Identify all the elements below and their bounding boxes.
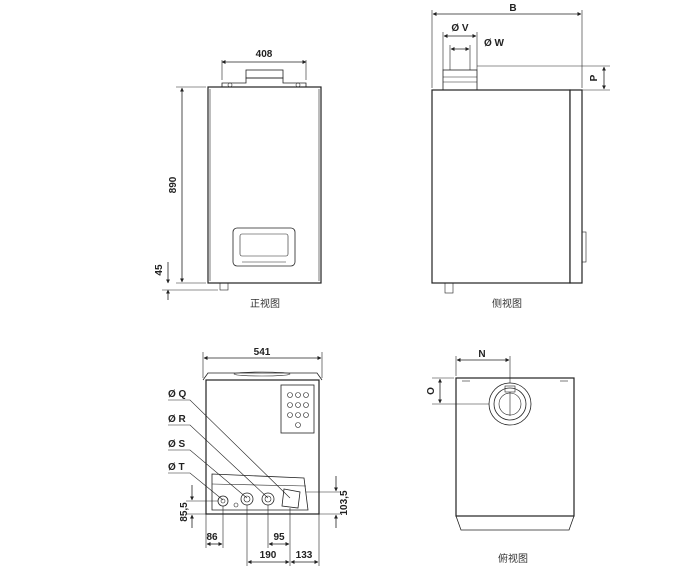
dim-133: 133 bbox=[296, 550, 313, 561]
label-r: Ø R bbox=[168, 414, 187, 425]
front-casing bbox=[207, 86, 322, 284]
front-width-dim: 408 bbox=[256, 49, 273, 60]
bottom-terminal-block bbox=[280, 384, 315, 434]
top-n-dim: N bbox=[478, 349, 485, 360]
dim-95: 95 bbox=[273, 532, 285, 543]
side-bottom-connector bbox=[444, 282, 454, 294]
bottom-left-height-dim: 85,5 bbox=[179, 502, 190, 522]
bottom-right-height-dim: 103,5 bbox=[339, 490, 350, 515]
front-flue-bracket bbox=[221, 77, 307, 87]
label-q: Ø Q bbox=[168, 389, 187, 400]
front-flue-outlet bbox=[245, 69, 284, 79]
top-back-edge bbox=[455, 515, 575, 531]
top-view: N O 俯视图 bbox=[426, 349, 575, 565]
connection-q bbox=[281, 488, 301, 509]
label-t: Ø T bbox=[168, 462, 185, 473]
bottom-view: Ø Q Ø R Ø S Ø T 541 85,5 103,5 86 95 190 bbox=[168, 347, 350, 566]
side-casing bbox=[431, 89, 571, 284]
bottom-width-dim: 541 bbox=[254, 347, 271, 358]
front-display-window bbox=[232, 227, 296, 267]
top-casing bbox=[455, 377, 575, 517]
label-s: Ø S bbox=[168, 439, 186, 450]
side-flue-p-dim: P bbox=[589, 74, 600, 81]
dim-190: 190 bbox=[260, 550, 277, 561]
front-bottom-dim: 45 bbox=[154, 264, 165, 276]
front-bottom-connector bbox=[219, 282, 229, 291]
side-flue-v-dim: Ø V bbox=[451, 23, 469, 34]
front-view: 408 890 45 正视图 bbox=[154, 49, 322, 310]
top-view-caption: 俯视图 bbox=[498, 552, 528, 565]
side-view-caption: 侧视图 bbox=[492, 297, 522, 310]
front-height-dim: 890 bbox=[168, 176, 179, 193]
top-o-dim: O bbox=[426, 387, 437, 395]
side-back-plate bbox=[569, 89, 583, 284]
bottom-top-edge bbox=[202, 372, 323, 381]
side-flue bbox=[442, 69, 478, 91]
side-view: B Ø V Ø W P 侧视图 bbox=[431, 3, 610, 310]
side-depth-dim: B bbox=[509, 3, 516, 14]
front-view-caption: 正视图 bbox=[250, 297, 280, 310]
bottom-connection-strip bbox=[211, 473, 309, 511]
dim-86: 86 bbox=[206, 532, 218, 543]
bottom-casing bbox=[205, 379, 320, 515]
side-flue-w-dim: Ø W bbox=[484, 38, 505, 49]
